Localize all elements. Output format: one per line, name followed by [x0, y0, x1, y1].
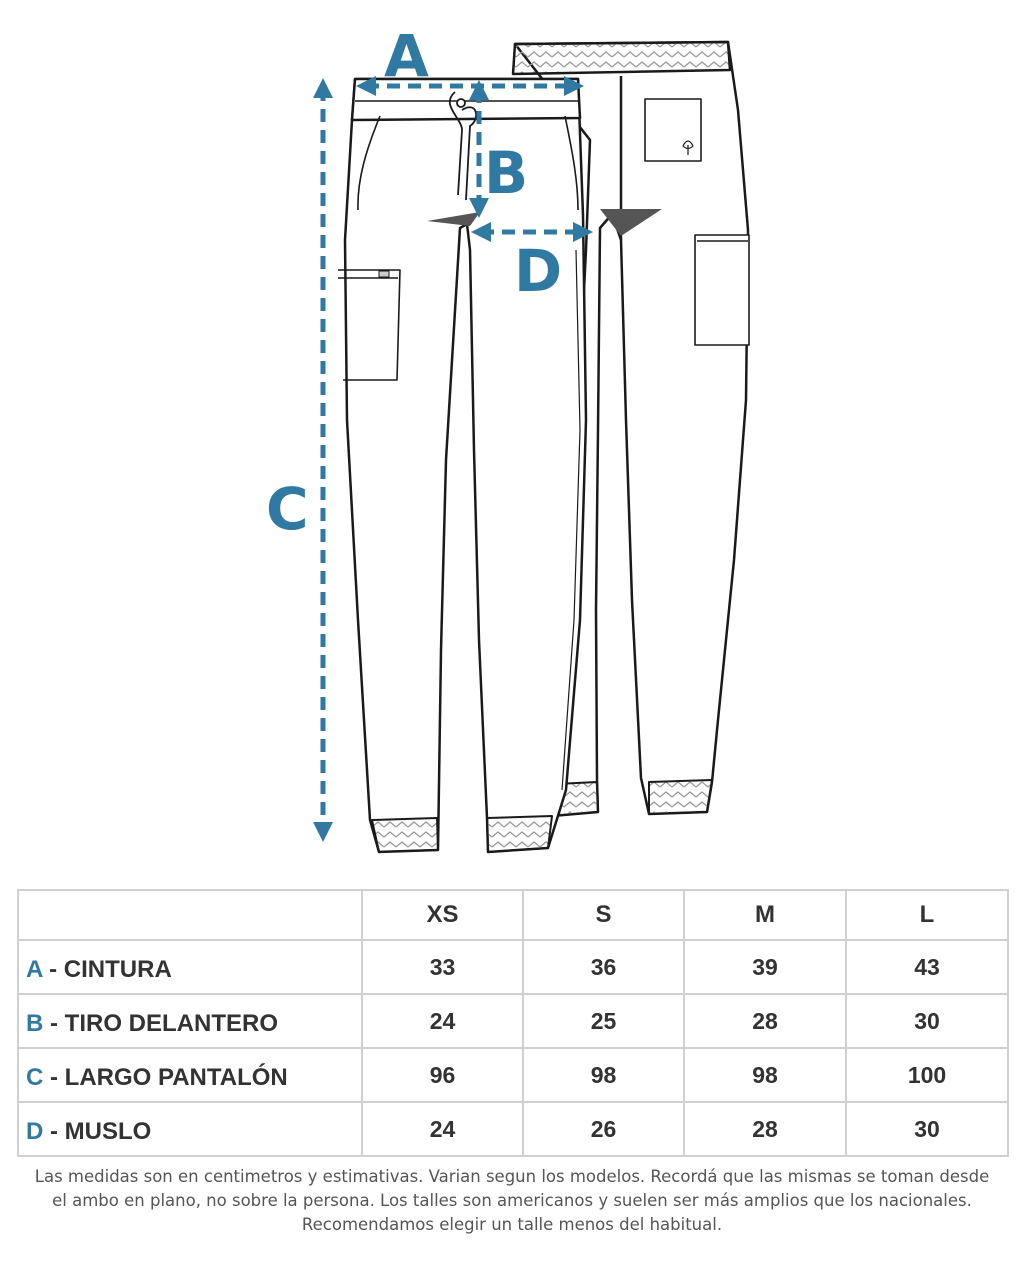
table-cell: 33 [361, 939, 524, 995]
row-label: C - LARGO PANTALÓN [17, 1047, 363, 1103]
table-cell: 30 [845, 993, 1009, 1049]
row-name: - CINTURA [42, 956, 172, 983]
table-header-cell: S [522, 889, 685, 941]
row-label: A - CINTURA [17, 939, 363, 995]
table-cell: 26 [522, 1101, 685, 1157]
row-name: - TIRO DELANTERO [43, 1010, 278, 1037]
table-cell: 96 [361, 1047, 524, 1103]
row-name: - LARGO PANTALÓN [43, 1064, 288, 1091]
table-cell: 28 [683, 1101, 847, 1157]
row-name: - MUSLO [43, 1118, 152, 1145]
table-row: C - LARGO PANTALÓN 96 98 98 100 [17, 1047, 1009, 1103]
table-row: B - TIRO DELANTERO 24 25 28 30 [17, 993, 1009, 1049]
table-cell: 24 [361, 993, 524, 1049]
size-note: Las medidas son en centimetros y estimat… [34, 1167, 990, 1234]
row-letter: C [26, 1064, 44, 1091]
measure-arrows [313, 76, 593, 842]
table-cell: 25 [522, 993, 685, 1049]
size-table: XS S M L A - CINTURA 33 36 39 43 B - TIR… [17, 889, 1009, 1157]
table-row: D - MUSLO 24 26 28 30 [17, 1101, 1009, 1157]
measure-label-a: A [384, 22, 429, 90]
table-header-cell: M [683, 889, 847, 941]
table-cell: 98 [683, 1047, 847, 1103]
row-letter: B [26, 1010, 44, 1037]
table-cell: 36 [522, 939, 685, 995]
row-letter: A [26, 956, 43, 983]
table-cell: 100 [845, 1047, 1009, 1103]
table-cell: 28 [683, 993, 847, 1049]
pants-diagram: A B C D [266, 22, 750, 854]
table-header-row: XS S M L [17, 889, 1009, 941]
table-cell: 39 [683, 939, 847, 995]
table-cell: 24 [361, 1101, 524, 1157]
table-header-cell [17, 889, 363, 941]
pants-front-view [338, 77, 588, 854]
table-row: A - CINTURA 33 36 39 43 [17, 939, 1009, 995]
measure-label-c: C [266, 475, 309, 543]
measure-label-d: D [514, 237, 563, 305]
table-cell: 30 [845, 1101, 1009, 1157]
table-cell: 43 [845, 939, 1009, 995]
row-label: B - TIRO DELANTERO [17, 993, 363, 1049]
table-header-cell: L [845, 889, 1009, 941]
measure-label-b: B [484, 139, 529, 207]
row-label: D - MUSLO [17, 1101, 363, 1157]
table-cell: 98 [522, 1047, 685, 1103]
table-header-cell: XS [361, 889, 524, 941]
row-letter: D [26, 1118, 44, 1145]
